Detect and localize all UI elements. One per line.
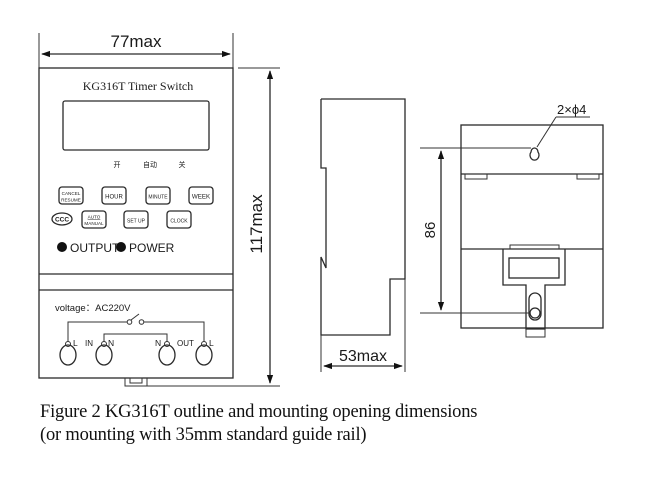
voltage-label: voltage：AC220V — [55, 303, 131, 314]
power-label: POWER — [129, 241, 175, 255]
setup-label: SET UP — [127, 219, 146, 225]
callout-leader — [536, 116, 557, 148]
side-view: 53max — [320, 98, 406, 372]
back-tab-right — [576, 173, 600, 180]
display-label-on: 开 — [114, 161, 121, 169]
terminal-out-n: N — [155, 338, 176, 366]
lcd-display — [62, 100, 210, 151]
figure-caption-line1: Figure 2 KG316T outline and mounting ope… — [40, 402, 478, 422]
hole-spacing-label: 86 — [422, 222, 439, 239]
figure-caption-line2: (or mounting with 35mm standard guide ra… — [40, 425, 367, 445]
terminal-label: L — [73, 338, 78, 348]
wiring-diagram — [67, 313, 205, 342]
week-label: WEEK — [192, 194, 211, 201]
output-indicator-icon — [57, 242, 67, 252]
ccc-certification-icon: CCC — [51, 212, 73, 226]
cancel-label: CANCEL — [62, 191, 81, 196]
height-dimension-label: 117max — [247, 194, 266, 254]
latch-window — [508, 257, 560, 279]
terminal-label: L — [209, 338, 214, 348]
manual-label: MANUAL — [84, 221, 104, 226]
ccc-text: CCC — [55, 217, 69, 224]
depth-dimension-label: 53max — [339, 348, 387, 365]
lower-mounting-hole — [529, 307, 541, 319]
terminal-in-l: L — [59, 338, 78, 366]
terminal-label: N — [155, 338, 161, 348]
cancel-resume-button[interactable]: CANCEL RESUME — [58, 186, 84, 205]
auto-manual-button[interactable]: AUTO MANUAL — [81, 210, 107, 229]
minute-label: MINUTE — [148, 195, 168, 201]
hour-button[interactable]: HOUR — [101, 186, 127, 205]
latch-outline — [502, 249, 566, 330]
resume-label: RESUME — [61, 198, 81, 203]
back-tab-left — [464, 173, 488, 180]
power-indicator-icon — [116, 242, 126, 252]
latch-top — [509, 244, 560, 249]
latch-tab — [525, 328, 546, 338]
minute-button[interactable]: MINUTE — [145, 186, 171, 205]
back-body-outline — [460, 124, 604, 329]
upper-mounting-hole — [529, 147, 540, 161]
back-view: 86 2×ϕ4 — [420, 102, 604, 338]
lower-slot — [528, 292, 542, 321]
setup-button[interactable]: SET UP — [123, 210, 149, 229]
terminal-out-l: L — [195, 338, 214, 366]
width-dimension-label: 77max — [110, 32, 162, 51]
terminal-label: N — [108, 338, 114, 348]
hour-label: HOUR — [105, 195, 123, 201]
hole-callout-label: 2×ϕ4 — [557, 102, 586, 117]
display-label-auto: 自动 — [143, 160, 157, 169]
din-clip — [124, 377, 280, 387]
display-label-off: 关 — [179, 160, 186, 169]
clock-button[interactable]: CLOCK — [166, 210, 192, 229]
output-label: OUTPUT — [70, 241, 120, 255]
side-profile — [320, 98, 406, 336]
auto-label: AUTO — [88, 215, 101, 220]
week-button[interactable]: WEEK — [188, 186, 214, 205]
in-label: IN — [85, 339, 93, 348]
device-title: KG316T Timer Switch — [83, 79, 193, 93]
terminal-in-n: N — [95, 338, 114, 366]
clock-label: CLOCK — [170, 219, 188, 225]
front-view: 77max KG316T Timer Switch 开 自动 关 CANCEL … — [38, 32, 280, 387]
out-label: OUT — [177, 339, 194, 348]
